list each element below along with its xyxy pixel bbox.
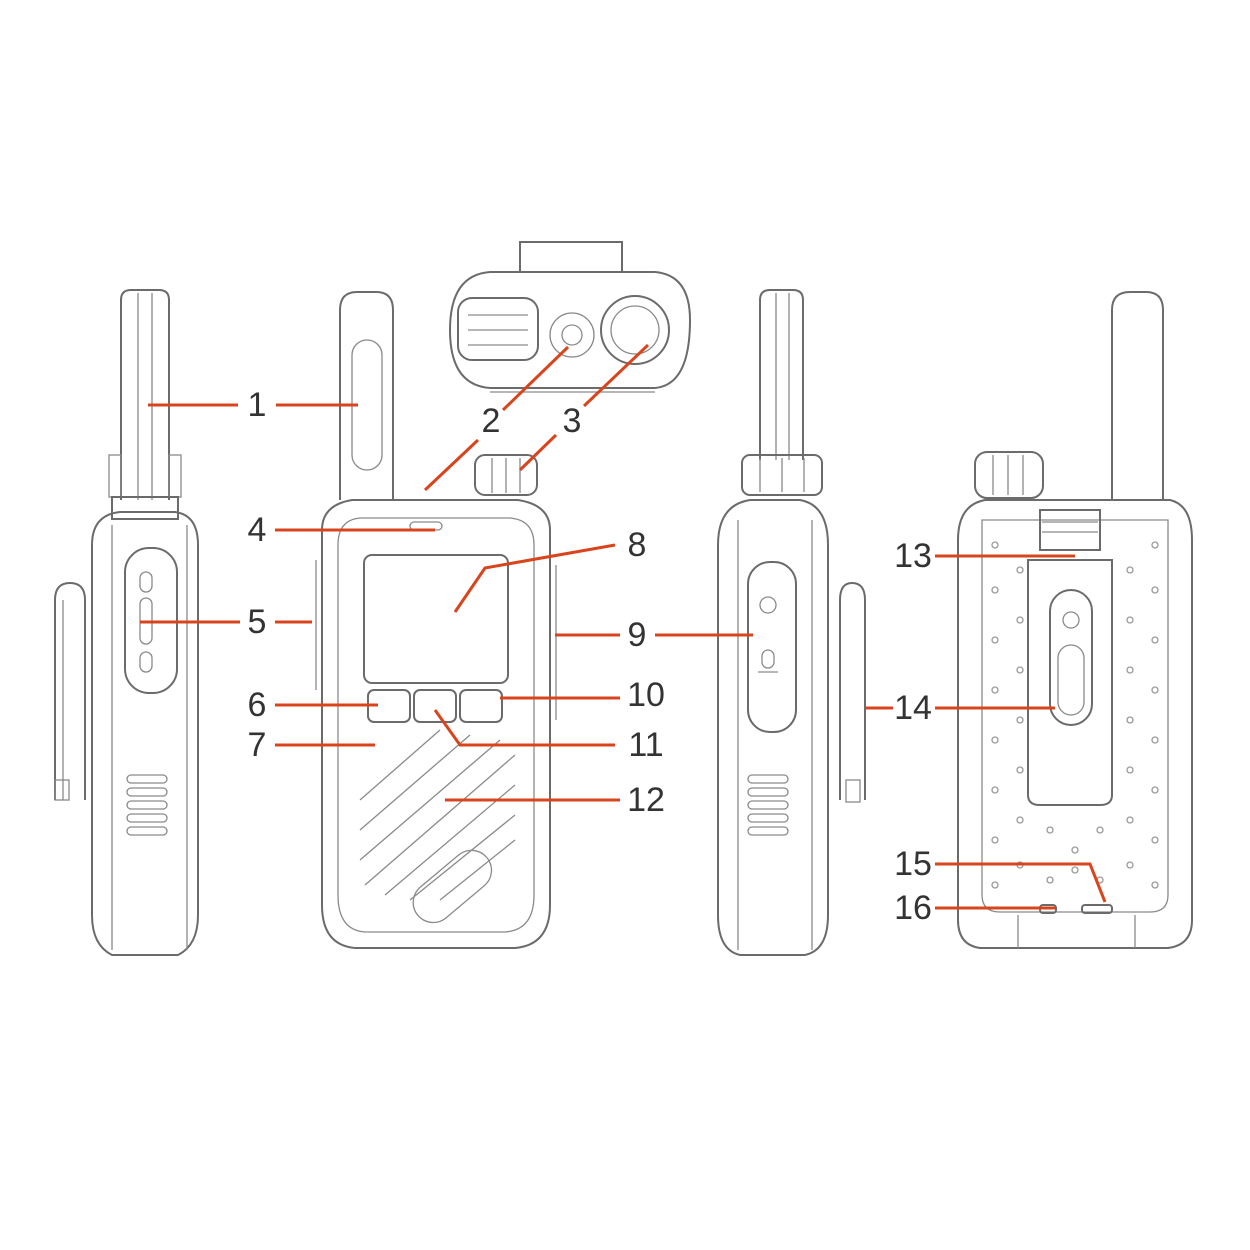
callout-12-speaker: 12 xyxy=(627,781,665,819)
callout-14-belt-clip: 14 xyxy=(894,689,932,727)
callout-3-knob: 3 xyxy=(562,402,582,440)
callout-15-battery-latch: 15 xyxy=(894,845,932,883)
callout-2-top-button: 2 xyxy=(481,402,501,440)
front-view xyxy=(315,291,557,949)
callout-13-clip-latch: 13 xyxy=(894,537,932,575)
top-view xyxy=(448,241,692,393)
right-side-view xyxy=(717,289,866,956)
leader-lines xyxy=(140,343,1107,910)
left-side-view xyxy=(54,289,199,956)
back-view xyxy=(957,291,1193,949)
callout-4-indicator: 4 xyxy=(247,511,267,549)
callout-16-lanyard-hole: 16 xyxy=(894,889,932,927)
callout-9-jack-cover: 9 xyxy=(627,616,647,654)
callout-10-right-button: 10 xyxy=(627,676,665,714)
callout-1-antenna: 1 xyxy=(247,386,267,424)
callout-7-microphone: 7 xyxy=(247,726,267,764)
callout-8-display: 8 xyxy=(627,526,647,564)
callout-11-center-button: 11 xyxy=(628,726,664,764)
callout-6-left-button: 6 xyxy=(247,686,267,724)
callout-5-side-buttons: 5 xyxy=(247,603,267,641)
